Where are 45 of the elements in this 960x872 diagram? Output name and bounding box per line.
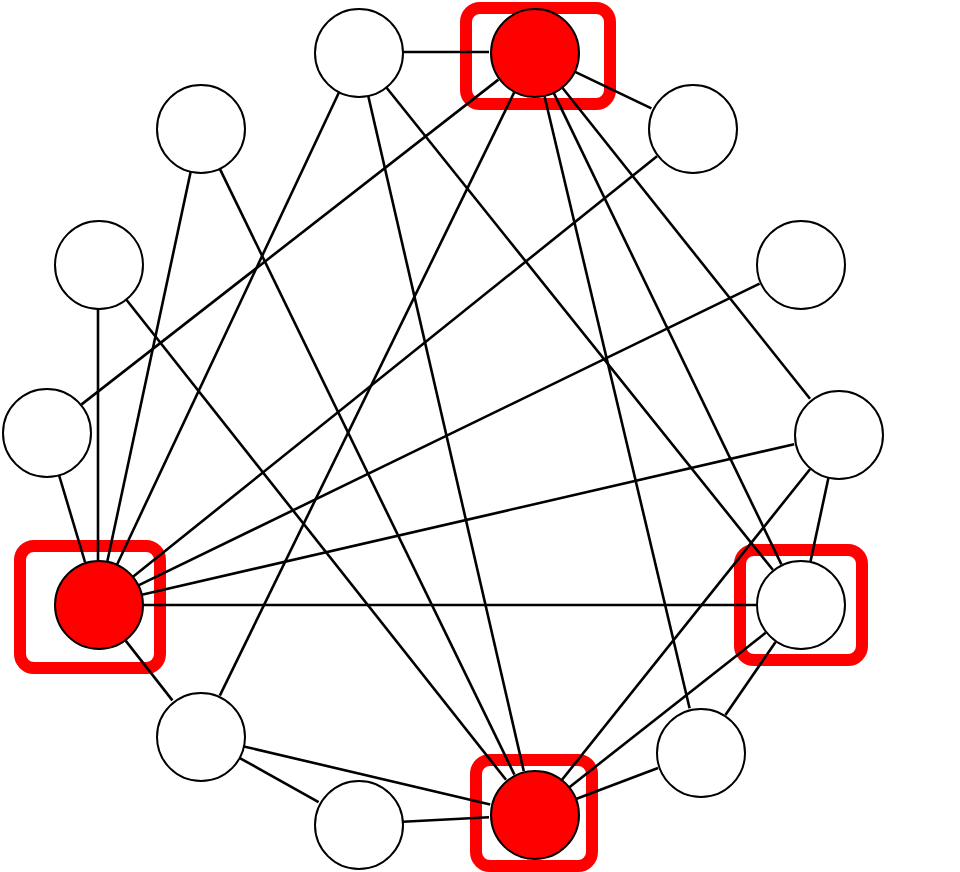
connector-line	[724, 641, 777, 716]
connector-line	[96, 309, 100, 560]
node-circle	[1, 387, 91, 477]
connector-line	[125, 298, 507, 781]
highlight-frame	[14, 540, 166, 674]
connector-line	[116, 92, 340, 565]
connector-line	[137, 282, 761, 587]
node-circle	[313, 7, 403, 97]
node-circle	[53, 560, 143, 650]
connector-line	[543, 95, 691, 709]
connector-line	[80, 78, 500, 406]
connector-line	[218, 167, 516, 776]
node-circle	[489, 7, 579, 97]
connector-line	[568, 631, 767, 789]
connector-line	[141, 442, 795, 597]
connector-line	[218, 91, 516, 697]
connector-line	[238, 756, 320, 804]
node-circle	[155, 83, 245, 173]
node-circle	[53, 219, 143, 309]
connector-line	[106, 171, 192, 562]
node-circle	[756, 560, 846, 650]
connector-line	[561, 86, 811, 400]
connector-line	[132, 155, 658, 578]
connector-line	[402, 815, 490, 824]
connector-line	[575, 766, 659, 801]
highlight-frame	[460, 2, 616, 110]
connector-line	[366, 95, 526, 772]
connector-line	[561, 468, 811, 781]
node-circle	[655, 707, 745, 797]
connector-line	[809, 477, 830, 562]
connector-line	[552, 92, 783, 565]
highlight-frame	[470, 754, 598, 872]
node-circle	[755, 219, 845, 309]
connector-line	[574, 70, 652, 110]
node-circle	[793, 389, 883, 479]
connector-line	[243, 745, 491, 806]
connector-line	[143, 603, 756, 607]
connector-line	[385, 86, 774, 571]
highlight-frame	[734, 544, 868, 666]
connector-line	[403, 50, 489, 54]
connector-line	[57, 474, 87, 563]
node-circle	[155, 691, 245, 781]
node-circle	[489, 770, 579, 860]
node-circle	[313, 779, 403, 869]
node-circle	[647, 83, 737, 173]
